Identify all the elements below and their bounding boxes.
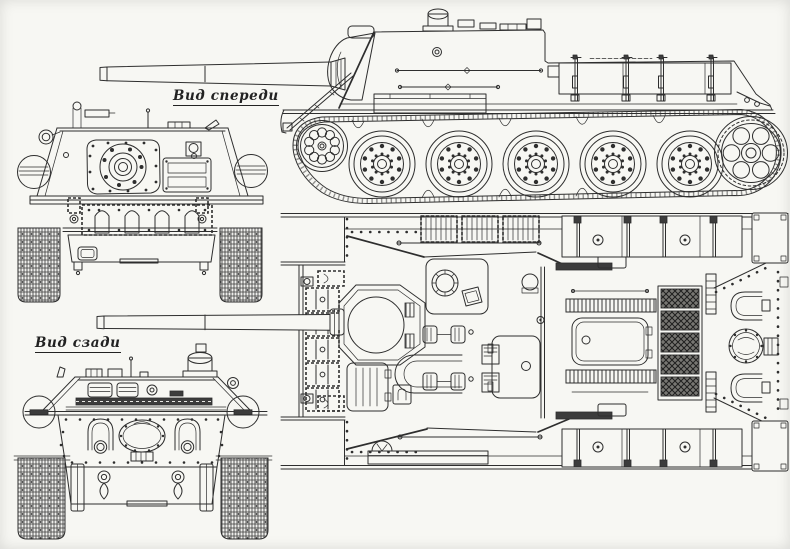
idler-wheel	[296, 120, 348, 172]
transmission-hatch	[118, 419, 166, 453]
cupola-top	[425, 258, 489, 315]
road-wheel	[502, 130, 570, 198]
rear-mud-flap-top	[751, 212, 789, 472]
track-side	[292, 109, 782, 204]
commander-cupola	[422, 8, 454, 32]
gun-barrel-top	[96, 308, 345, 336]
road-wheel	[656, 130, 724, 198]
radiator-grille	[657, 285, 703, 401]
spare-track-links-fender	[420, 215, 540, 243]
gun-mantlet	[327, 25, 376, 101]
engine-deck	[555, 255, 657, 420]
periscope	[457, 19, 475, 28]
exhaust-guard	[87, 418, 201, 454]
breech-guard	[394, 354, 463, 394]
front-view-label: Вид спереди	[173, 88, 279, 106]
headlight	[38, 129, 61, 145]
front-view-drawing	[17, 101, 268, 303]
commander-cupola-rear	[182, 343, 218, 378]
round-fuel-tank	[22, 395, 260, 429]
gun-barrel	[99, 57, 346, 91]
track-front	[17, 227, 263, 303]
top-view-drawing	[96, 212, 789, 472]
exhaust-outlet-top	[730, 291, 771, 403]
track-rear	[17, 457, 269, 540]
mantlet-front	[86, 139, 161, 195]
driver-hatch	[346, 362, 392, 412]
road-wheel	[425, 130, 493, 198]
rod-clamps	[422, 325, 474, 391]
fender-fuel-tanks	[561, 215, 743, 468]
rear-view-drawing	[13, 343, 273, 540]
spare-track-links-glacis	[305, 287, 340, 412]
vision-port-box	[162, 157, 212, 193]
road-wheel	[348, 130, 416, 198]
spare-track-links	[81, 204, 213, 236]
side-fuel-tank-end	[17, 154, 268, 189]
external-fuel-tank	[547, 54, 732, 102]
tow-hook	[67, 197, 209, 224]
rear-view-label: Вид сзади	[35, 335, 121, 353]
road-wheel	[579, 130, 647, 198]
tow-shackle	[97, 470, 185, 500]
loader-hatch	[487, 335, 541, 399]
mantlet-top	[338, 284, 426, 366]
side-view-drawing	[99, 8, 788, 204]
stowage-box	[373, 93, 487, 114]
round-hatch-top	[728, 328, 764, 364]
